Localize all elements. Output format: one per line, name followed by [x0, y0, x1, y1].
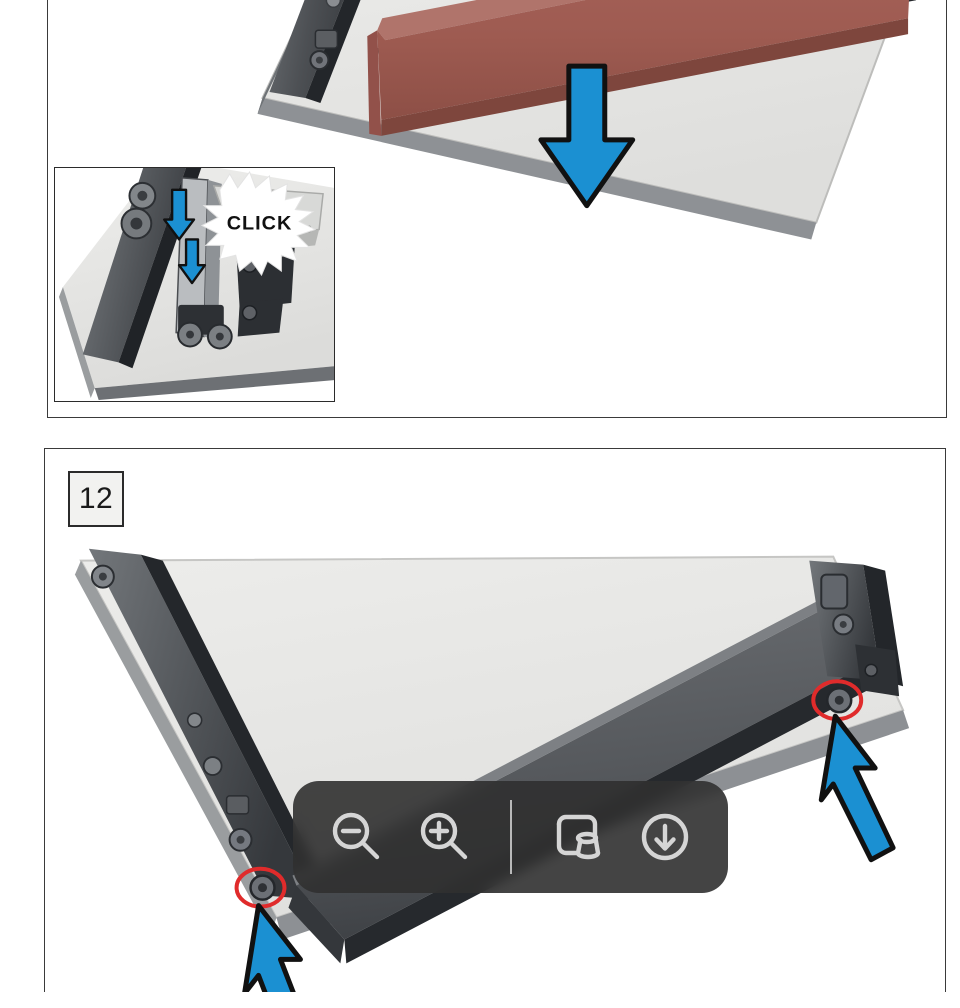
pin-arrow-right	[818, 713, 896, 863]
page-2-content: 12	[45, 449, 945, 1008]
pdf-floating-toolbar[interactable]	[293, 781, 728, 893]
left-runner-rail	[88, 548, 337, 906]
svg-text:CLICK: CLICK	[227, 212, 293, 234]
circle-arrow-down-icon	[635, 807, 695, 867]
page-1-content: CLICK	[48, 0, 946, 417]
magnifier-plus-icon	[414, 807, 474, 867]
click-arrow-lower	[177, 238, 207, 285]
drawer-front-panel	[367, 0, 909, 136]
zoom-out-button[interactable]	[323, 804, 389, 870]
page-1-illustration	[48, 0, 946, 417]
toolbar-divider	[509, 800, 512, 874]
next-page-peek	[0, 992, 960, 1008]
magnifier-minus-icon	[326, 807, 386, 867]
zoom-in-button[interactable]	[411, 804, 477, 870]
left-runner-rail	[269, 0, 361, 103]
document-page-1[interactable]: CLICK	[47, 0, 947, 418]
pin-arrow-left	[242, 903, 303, 1008]
markup-button[interactable]	[544, 804, 610, 870]
click-starburst: CLICK	[200, 170, 317, 277]
insert-arrow	[538, 63, 636, 209]
click-detail-callout: CLICK	[54, 167, 335, 402]
markup-stamp-icon	[547, 807, 607, 867]
toolbar-zoom-group	[323, 804, 477, 870]
toolbar-action-group	[544, 804, 698, 870]
step-number-badge: 12	[68, 471, 124, 527]
download-button[interactable]	[632, 804, 698, 870]
right-hinge-bracket	[809, 560, 904, 697]
page-2-illustration	[45, 449, 945, 1008]
click-arrow-upper	[163, 188, 196, 241]
document-page-2[interactable]: 12	[44, 448, 946, 1008]
